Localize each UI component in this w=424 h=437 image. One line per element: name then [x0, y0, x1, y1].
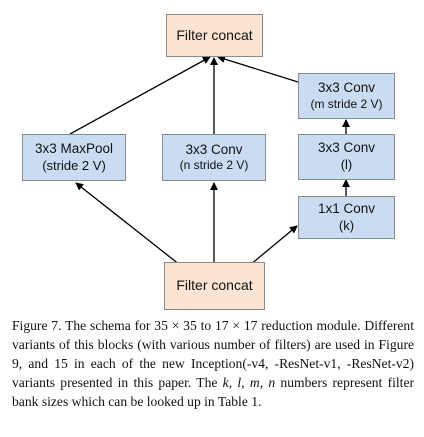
top-filter-concat: Filter concat: [166, 14, 263, 57]
conv-k-params: (k): [338, 217, 355, 233]
caption-var-k: k: [222, 375, 229, 390]
connection-arrows: [69, 55, 350, 266]
conv-l-label: 3x3 Conv: [317, 140, 376, 156]
arrow-maxpool-to-concat: [69, 56, 211, 135]
conv-n-box: 3x3 Conv (n stride 2 V): [162, 134, 266, 181]
maxpool-params: (stride 2 V): [42, 157, 106, 173]
caption-var-l: l: [237, 375, 242, 390]
conv-k-label: 1x1 Conv: [317, 200, 376, 216]
reduction-module-diagram: Filter concat 3x3 Conv (m stride 2 V) 3x…: [22, 14, 395, 310]
conv-m-box: 3x3 Conv (m stride 2 V): [298, 73, 395, 119]
maxpool-label: 3x3 MaxPool: [34, 140, 114, 156]
caption-var-m: m: [249, 375, 260, 390]
conv-l-box: 3x3 Conv (l): [298, 134, 395, 180]
maxpool-box: 3x3 MaxPool (stride 2 V): [22, 134, 126, 181]
figure-caption: Figure 7. The schema for 35 × 35 to 17 ×…: [12, 316, 414, 411]
conv-n-params: (n stride 2 V): [179, 158, 249, 173]
bottom-filter-concat: Filter concat: [164, 262, 265, 310]
caption-text-end: numbers represent filter bank sizes whic…: [12, 375, 415, 409]
arrow-concat-to-conv-k: [249, 225, 298, 266]
caption-sep-2: ,: [241, 375, 245, 390]
caption-sep-1: ,: [228, 375, 238, 390]
caption-var-n: n: [268, 375, 276, 390]
bottom-filter-concat-label: Filter concat: [176, 277, 253, 294]
arrow-conv-m-to-concat: [217, 55, 299, 83]
conv-l-params: (l): [340, 157, 353, 173]
caption-text-main: Figure 7. The schema for 35 × 35 to 17 ×…: [12, 318, 414, 390]
caption-sep-3: ,: [259, 375, 269, 390]
conv-m-label: 3x3 Conv: [317, 80, 376, 96]
conv-m-params: (m stride 2 V): [310, 96, 383, 111]
top-filter-concat-label: Filter concat: [176, 26, 253, 43]
conv-n-label: 3x3 Conv: [185, 141, 243, 157]
arrow-concat-to-maxpool: [75, 182, 181, 266]
conv-k-box: 1x1 Conv (k): [298, 196, 395, 239]
